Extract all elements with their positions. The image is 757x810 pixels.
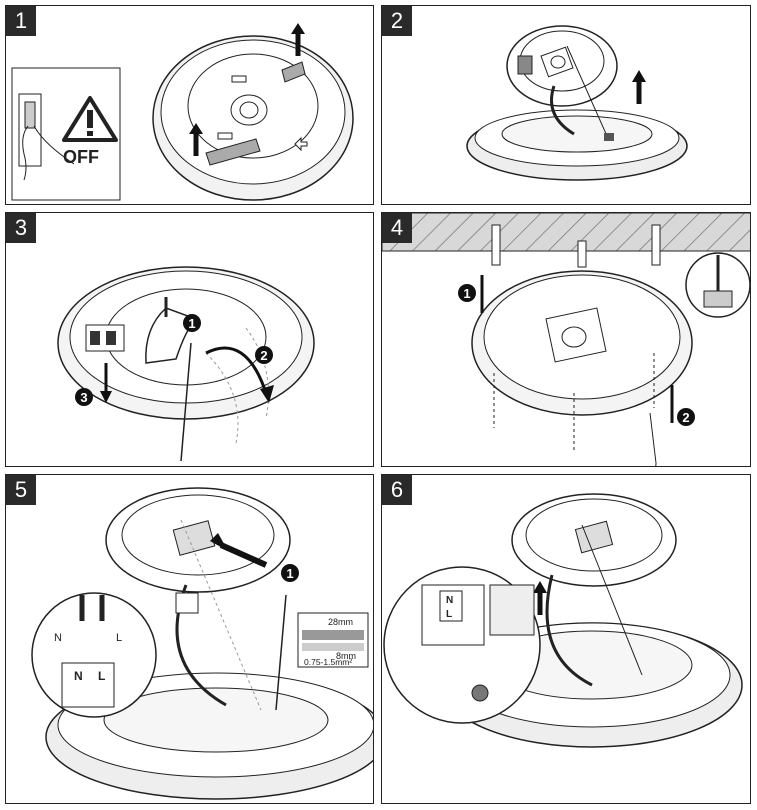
step-5-panel: 5 1 N L N L 28mm 8mm [5,474,374,804]
step-2-illustration [466,25,688,181]
svg-text:28mm: 28mm [328,617,353,627]
terminal-detail: N L N L [31,592,157,718]
step-number: 6 [382,475,412,505]
step-number: 1 [6,6,36,36]
svg-text:2: 2 [682,410,689,425]
svg-text:2: 2 [260,348,267,363]
svg-text:N: N [74,669,83,683]
svg-text:3: 3 [80,390,87,405]
step-number: 5 [6,475,36,505]
step-3-illustration: 1 2 3 [57,266,315,462]
step-number: 2 [382,6,412,36]
callout-3: 3 [75,388,93,406]
svg-text:1: 1 [188,316,195,331]
callout-2: 2 [255,346,273,364]
svg-text:N: N [54,632,62,644]
step-5-illustration: 1 N L N L 28mm 8mm 0.75-1.5mm² [31,487,373,800]
wall-plug-detail [685,252,750,318]
svg-text:1: 1 [286,566,293,581]
step-3-panel: 3 1 2 3 [5,212,374,467]
svg-text:8mm: 8mm [336,651,356,661]
svg-text:1: 1 [463,286,470,301]
step-6-illustration: N L [383,493,743,748]
svg-text:L: L [446,609,452,620]
step-1-panel: 1 OFF [5,5,374,205]
svg-text:L: L [98,669,105,683]
step-4-panel: 4 1 2 [381,212,751,467]
callout-2: 2 [677,408,695,426]
step-number: 4 [382,213,412,243]
step-6-panel: 6 N L [381,474,751,804]
wire-spec-box: 28mm 8mm 0.75-1.5mm² [297,612,369,668]
off-label: OFF [63,147,99,167]
callout-1: 1 [183,314,201,332]
step-1-illustration: OFF [11,23,354,201]
svg-text:N: N [446,595,453,606]
step-number: 3 [6,213,36,243]
terminal-detail: N L [383,566,541,724]
callout-1: 1 [281,564,299,582]
step-2-panel: 2 [381,5,751,205]
svg-text:0.75-1.5mm²: 0.75-1.5mm² [304,657,352,667]
svg-text:L: L [116,632,122,644]
warning-icon [62,96,118,142]
step-4-illustration: 1 2 [382,213,750,466]
callout-1: 1 [458,284,476,302]
